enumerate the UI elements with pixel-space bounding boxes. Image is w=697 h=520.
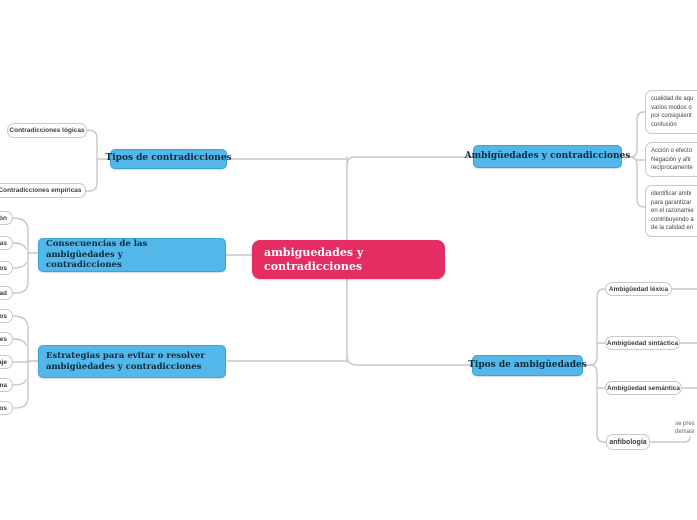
child-fragment-estrategias-5[interactable]: tos — [0, 401, 13, 415]
child-contradicciones-logicas[interactable]: Contradicciones lógicas — [7, 123, 87, 138]
child-contradicciones-empiricas[interactable]: Contradicciones empíricas — [0, 183, 86, 198]
note-definicion-contradiccion[interactable]: Acción o efecto Negación y afir recíproc… — [645, 142, 697, 177]
child-fragment-estrategias-3[interactable]: aje — [0, 355, 13, 369]
branch-estrategias[interactable]: Estrategias para evitar o resolver ambig… — [38, 345, 226, 378]
anfibologia-note-fragment[interactable]: se pres demasi — [675, 421, 695, 435]
child-fragment-estrategias-2[interactable]: nes — [0, 332, 13, 346]
branch-ambiguedades-y-contradicciones[interactable]: Ambigüedades y contradicciones — [465, 145, 630, 168]
child-fragment-consecuencias-3[interactable]: dos — [0, 261, 13, 275]
root-node[interactable]: ambiguedades y contradicciones — [252, 240, 445, 279]
branch-tipos-de-ambiguedades[interactable]: Tipos de ambigüedades — [468, 355, 587, 376]
note-importancia-identificar[interactable]: identificar ambi para garantizar en el r… — [645, 185, 697, 237]
child-fragment-consecuencias-2[interactable]: eas — [0, 236, 13, 250]
child-fragment-consecuencias-1[interactable]: ión — [0, 211, 13, 225]
child-fragment-estrategias-1[interactable]: tos — [0, 309, 13, 323]
child-ambiguedad-lexica[interactable]: Ambigüedad léxica — [605, 282, 672, 296]
child-fragment-estrategias-4[interactable]: ma — [0, 378, 13, 392]
child-anfibologia[interactable]: anfibología — [606, 434, 650, 450]
branch-consecuencias[interactable]: Consecuencias de las ambigüedades y cont… — [38, 238, 226, 272]
branch-tipos-de-contradicciones[interactable]: Tipos de contradicciones — [106, 149, 231, 169]
note-definicion-ambiguedad[interactable]: cualidad de aqu varios modos o por consi… — [645, 90, 697, 134]
child-ambiguedad-sintactica[interactable]: Ambigüedad sintáctica — [605, 336, 680, 350]
child-fragment-consecuencias-4[interactable]: dad — [0, 286, 13, 300]
child-ambiguedad-semantica[interactable]: Ambigüedad semántica — [605, 381, 682, 395]
